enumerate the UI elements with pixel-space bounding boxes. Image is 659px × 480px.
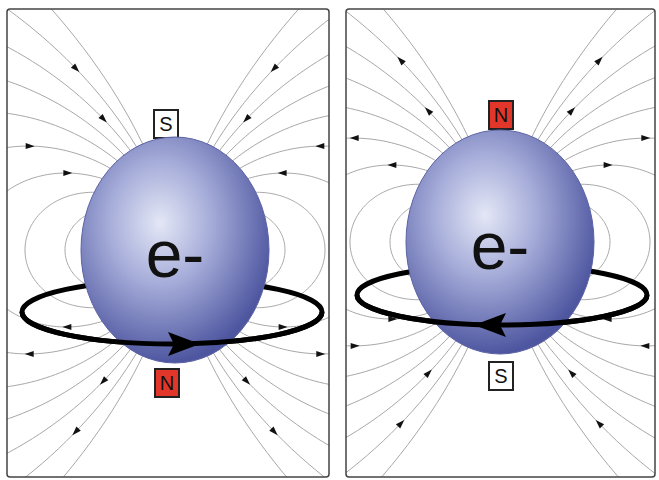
field-lines: [346, 9, 655, 477]
spin-arrowhead: [474, 313, 506, 337]
electron-sphere-body: [81, 137, 269, 363]
field-arrow: [350, 135, 359, 141]
field-arrow: [26, 143, 35, 149]
field-arrow: [98, 114, 106, 123]
field-arrow: [278, 170, 287, 176]
field-arrow: [71, 63, 79, 72]
field-lines: [7, 9, 329, 477]
field-arrow: [63, 170, 72, 176]
pole-label-box: N: [488, 100, 514, 130]
field-arrow: [243, 114, 251, 123]
pole-letter: N: [160, 373, 174, 393]
pole-letter: N: [494, 105, 508, 125]
field-arrow: [568, 370, 576, 379]
electron-sphere: e-: [80, 136, 270, 364]
field-arrow: [25, 351, 34, 357]
field-arrow: [641, 135, 650, 141]
panel-border: [346, 9, 655, 477]
pole-label-box: S: [488, 361, 514, 391]
field-arrow: [269, 427, 277, 436]
field-arrow: [62, 324, 71, 330]
particle-symbol: e-: [471, 213, 530, 279]
particle-symbol: e-: [146, 221, 205, 287]
pole-label-box: N: [154, 368, 180, 398]
field-arrow: [100, 376, 108, 385]
field-arrow: [387, 162, 396, 168]
panel-border: [7, 9, 329, 477]
field-arrow: [396, 420, 404, 429]
pole-label-box: S: [153, 109, 179, 139]
field-arrow: [567, 107, 575, 116]
field-arrow: [72, 427, 80, 436]
field-arrow: [279, 324, 288, 330]
electron-sphere: e-: [405, 129, 595, 355]
field-arrow: [640, 343, 649, 349]
spin-arrowhead: [168, 332, 200, 356]
pole-letter: S: [159, 114, 172, 134]
field-arrow: [315, 143, 324, 149]
field-arrow: [351, 343, 360, 349]
field-arrow: [594, 57, 602, 66]
pole-letter: S: [494, 366, 507, 386]
field-arrow: [316, 351, 325, 357]
field-arrow: [604, 162, 613, 168]
field-arrow: [596, 420, 604, 429]
field-arrow: [425, 107, 433, 116]
panel-ground: [7, 9, 329, 477]
field-arrow: [271, 63, 279, 72]
field-arrow: [423, 370, 431, 379]
field-arrow: [242, 376, 250, 385]
field-arrow: [397, 57, 405, 66]
